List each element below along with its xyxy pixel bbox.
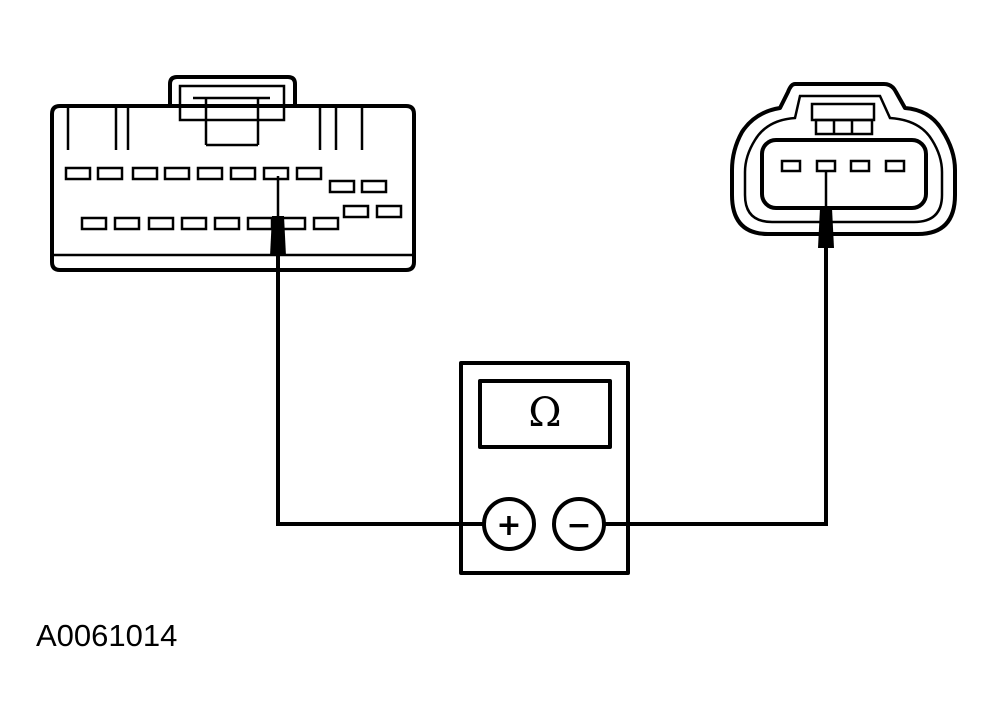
connector-pin: [295, 166, 323, 181]
connector-pin: [360, 179, 388, 194]
connector-pin: [96, 166, 124, 181]
connector-pin: [279, 216, 307, 231]
connector-pin: [246, 216, 274, 231]
connector-pin: [780, 159, 802, 173]
test-lead-negative: [603, 248, 828, 526]
meter-display: [478, 379, 612, 449]
connector-pin: [196, 166, 224, 181]
connector-pin: [342, 204, 370, 219]
connector-pin: [80, 216, 108, 231]
figure-id-label: A0061014: [36, 618, 178, 653]
connector-pin: [328, 179, 356, 194]
connector-pin: [312, 216, 340, 231]
connector-pin: [849, 159, 871, 173]
connector-pin: [113, 216, 141, 231]
connector-pin: [884, 159, 906, 173]
connector-pin: [180, 216, 208, 231]
negative-terminal-label: −: [566, 508, 591, 543]
right-connector: [730, 82, 957, 248]
negative-terminal: [552, 497, 606, 551]
ohmmeter: Ω + −: [459, 361, 630, 575]
connector-pin: [815, 159, 837, 173]
connector-pin: [375, 204, 403, 219]
positive-terminal-label: +: [496, 508, 521, 543]
connector-pin: [163, 166, 191, 181]
connector-pin: [213, 216, 241, 231]
connector-pin: [64, 166, 92, 181]
left-connector: [50, 75, 416, 272]
connector-pin: [229, 166, 257, 181]
ohm-symbol: Ω: [528, 390, 561, 436]
probe-tip-left: [270, 216, 286, 256]
connector-pin: [131, 166, 159, 181]
positive-terminal: [482, 497, 536, 551]
connector-pin: [262, 166, 290, 181]
connector-pin: [147, 216, 175, 231]
probe-tip-right: [818, 208, 834, 248]
test-lead-positive: [276, 256, 485, 526]
